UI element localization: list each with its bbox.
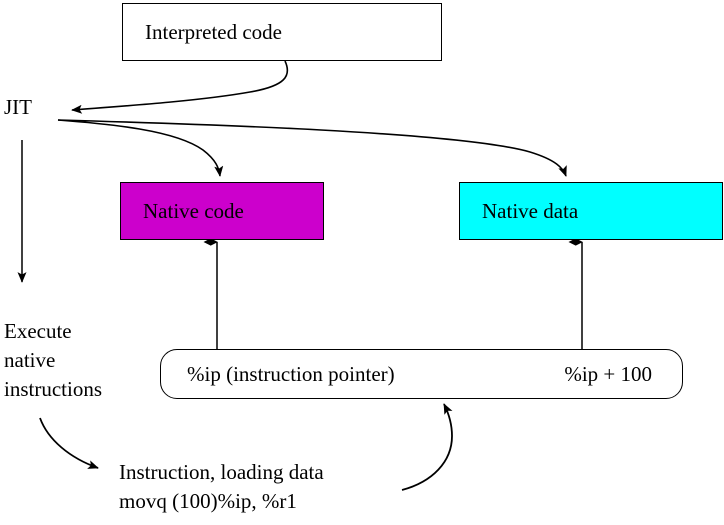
edge-jit-to-native-code [57,119,224,177]
interpreted-code-label: Interpreted code [145,19,283,44]
edge-instruction-to-ip [401,403,453,491]
edge-execute-to-instruction [39,417,99,469]
instruction-pointer-record[interactable]: %ip (instruction pointer) %ip + 100 [160,349,683,399]
instruction-pointer-offset-label: %ip + 100 [564,361,652,386]
edge-interpreted-code-to-jit [71,60,289,114]
native-data-box[interactable]: Native data [459,182,723,240]
interpreted-code-box[interactable]: Interpreted code [122,3,442,61]
execute-native-instructions-label: Execute native instructions [4,319,102,401]
jit-label: JIT [4,95,32,119]
native-code-box[interactable]: Native code [120,182,324,240]
instruction-pointer-label: %ip (instruction pointer) [187,361,395,386]
instruction-loading-data-label: Instruction, loading data movq (100)%ip,… [119,460,324,513]
edge-jit-to-native-data [57,119,567,177]
native-data-label: Native data [482,198,579,223]
native-code-label: Native code [143,198,244,223]
